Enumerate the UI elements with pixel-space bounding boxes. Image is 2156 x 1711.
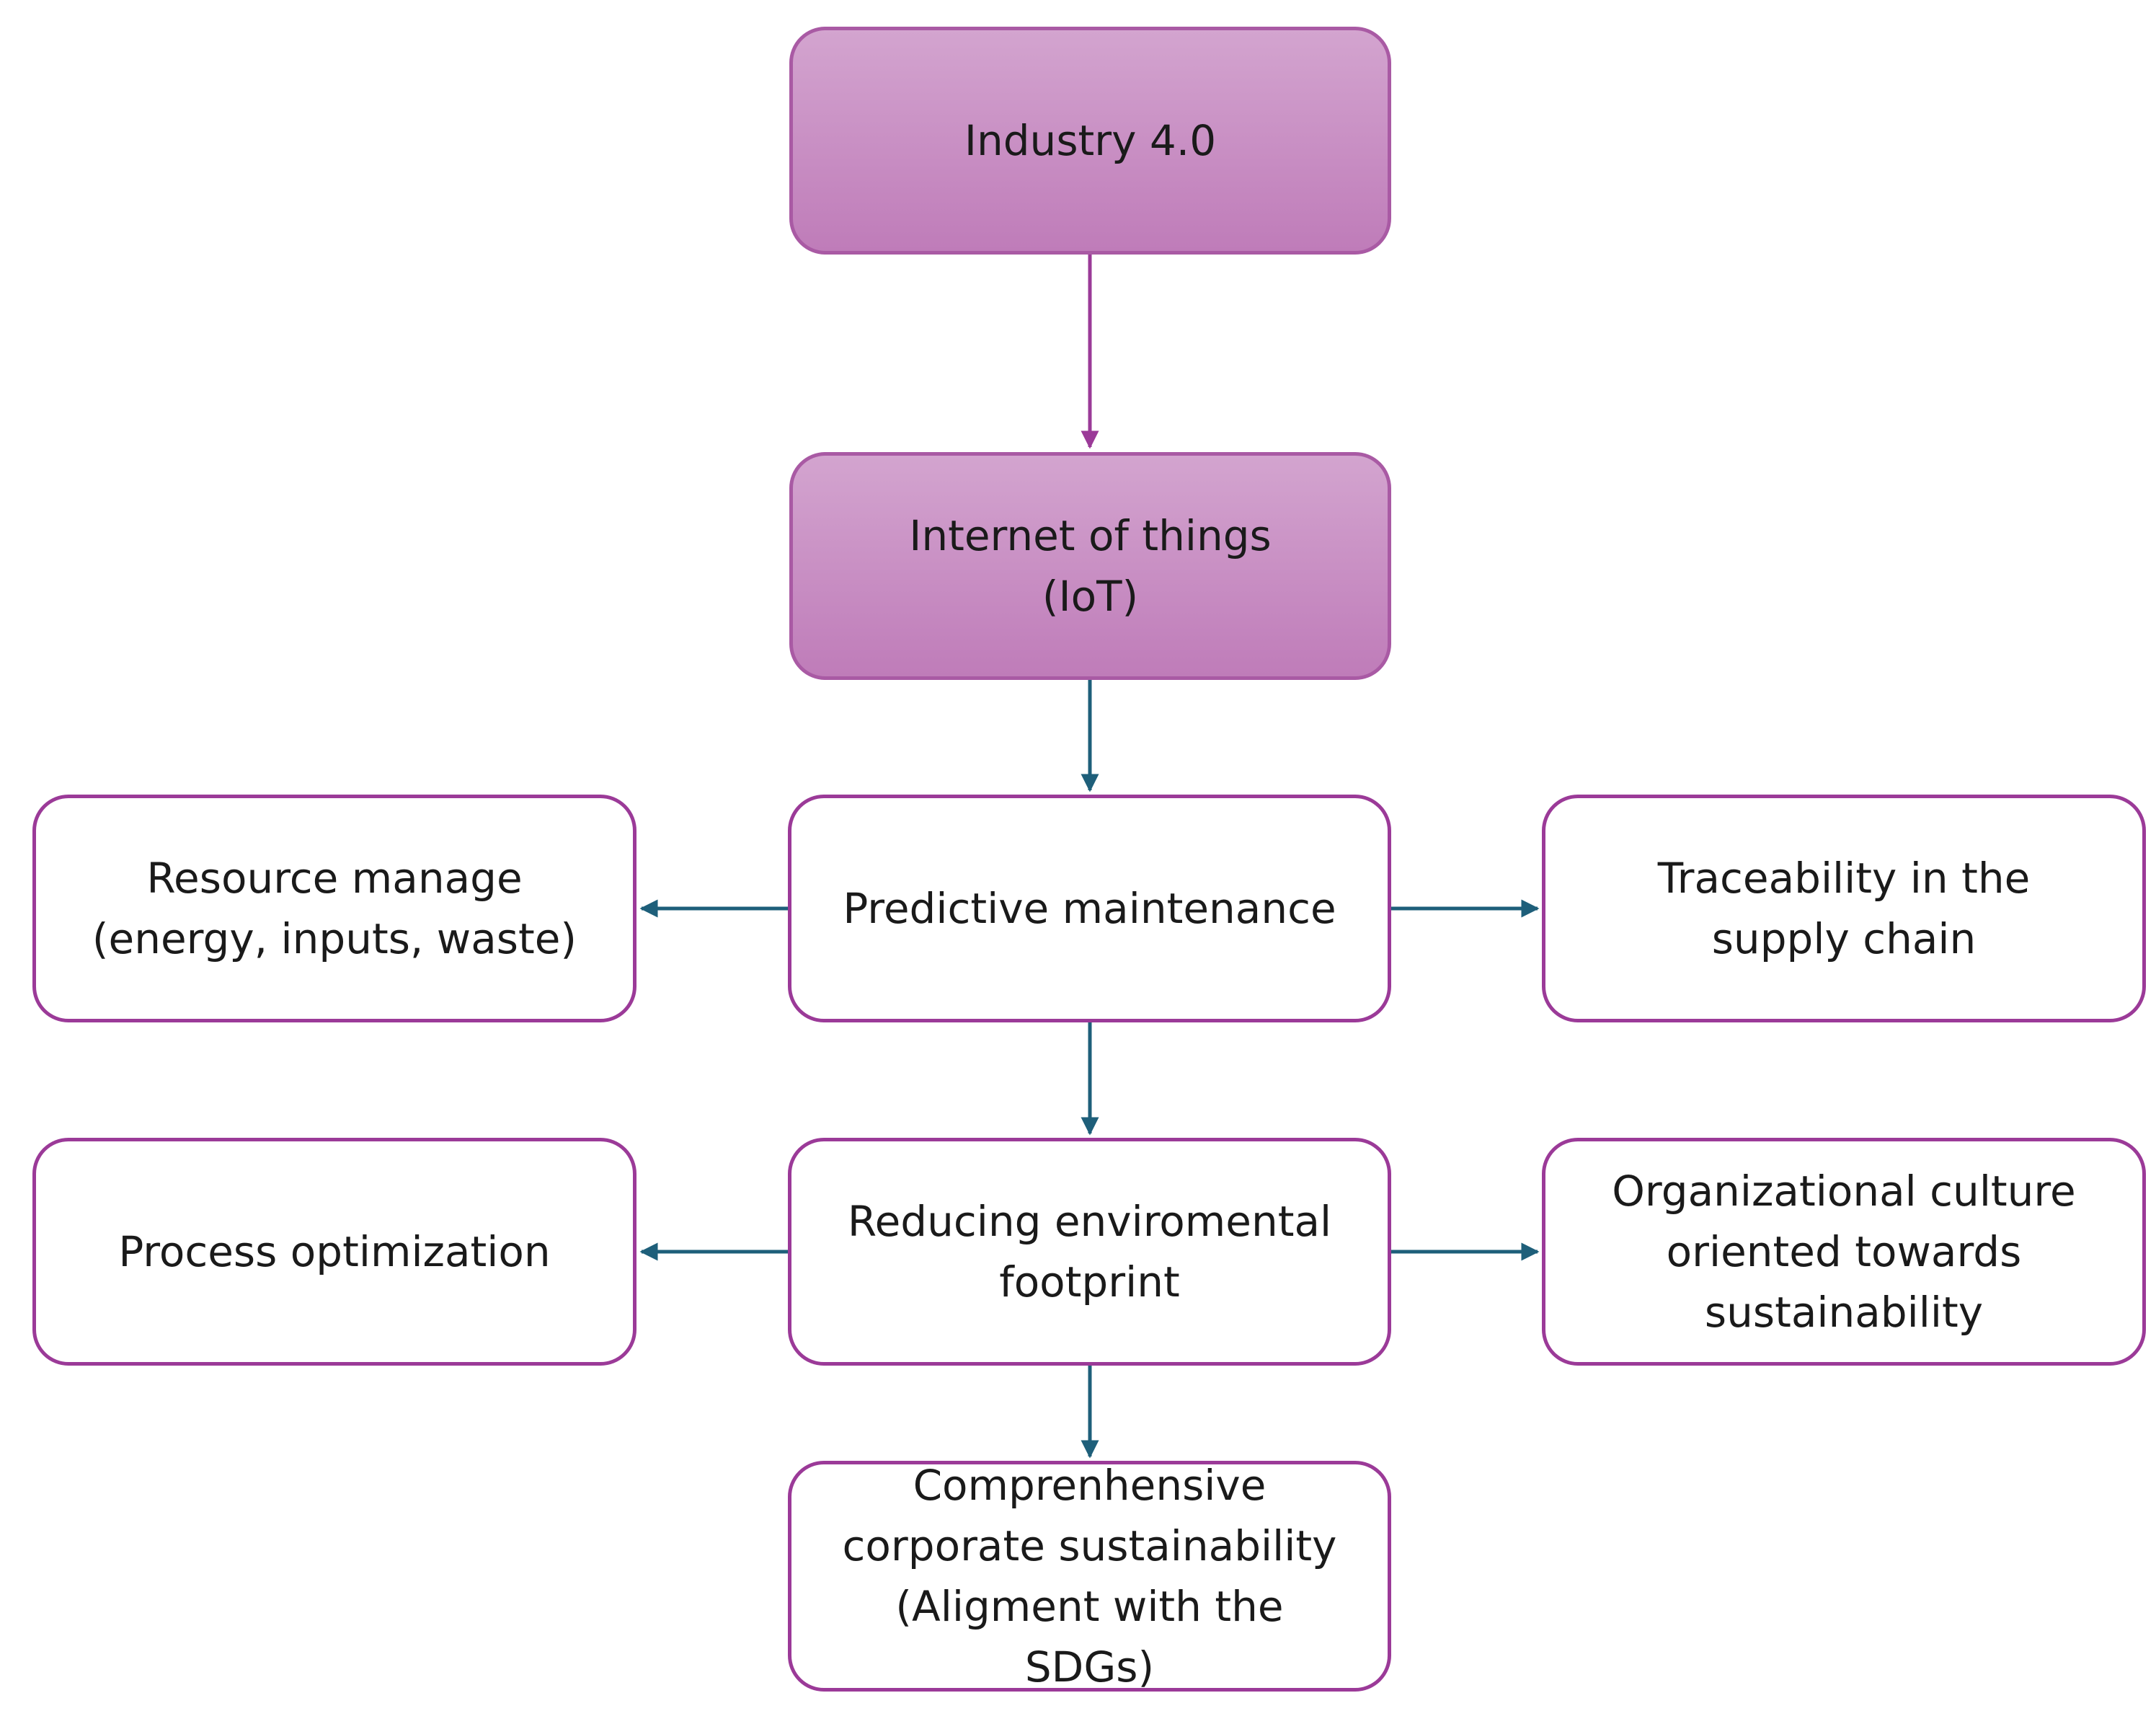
node-industry-4-0: Industry 4.0 [789,27,1391,255]
node-industry-4-0-label: Industry 4.0 [964,116,1217,165]
node-internet-of-things-label: Internet of things (IoT) [909,511,1272,621]
node-predictive-maintenance-label: Predictive maintenance [843,884,1336,933]
node-comprehensive-corporate-sustainability-label: Comprenhensive corporate sustainability … [842,1461,1337,1692]
node-resource-manage: Resource manage (energy, inputs, waste) [32,795,636,1022]
node-reducing-environmental-footprint-label: Reducing enviromental footprint [847,1197,1332,1307]
node-resource-manage-label: Resource manage (energy, inputs, waste) [92,854,577,963]
node-internet-of-things: Internet of things (IoT) [789,452,1391,680]
node-comprehensive-corporate-sustainability: Comprenhensive corporate sustainability … [788,1461,1391,1692]
node-organizational-culture: Organizational culture oriented towards … [1542,1138,2146,1366]
node-process-optimization-label: Process optimization [118,1227,551,1276]
node-reducing-environmental-footprint: Reducing enviromental footprint [788,1138,1391,1366]
node-predictive-maintenance: Predictive maintenance [788,795,1391,1022]
node-organizational-culture-label: Organizational culture oriented towards … [1612,1167,2076,1337]
node-traceability-supply-chain-label: Traceability in the supply chain [1657,854,2031,963]
node-process-optimization: Process optimization [32,1138,636,1366]
node-traceability-supply-chain: Traceability in the supply chain [1542,795,2146,1022]
